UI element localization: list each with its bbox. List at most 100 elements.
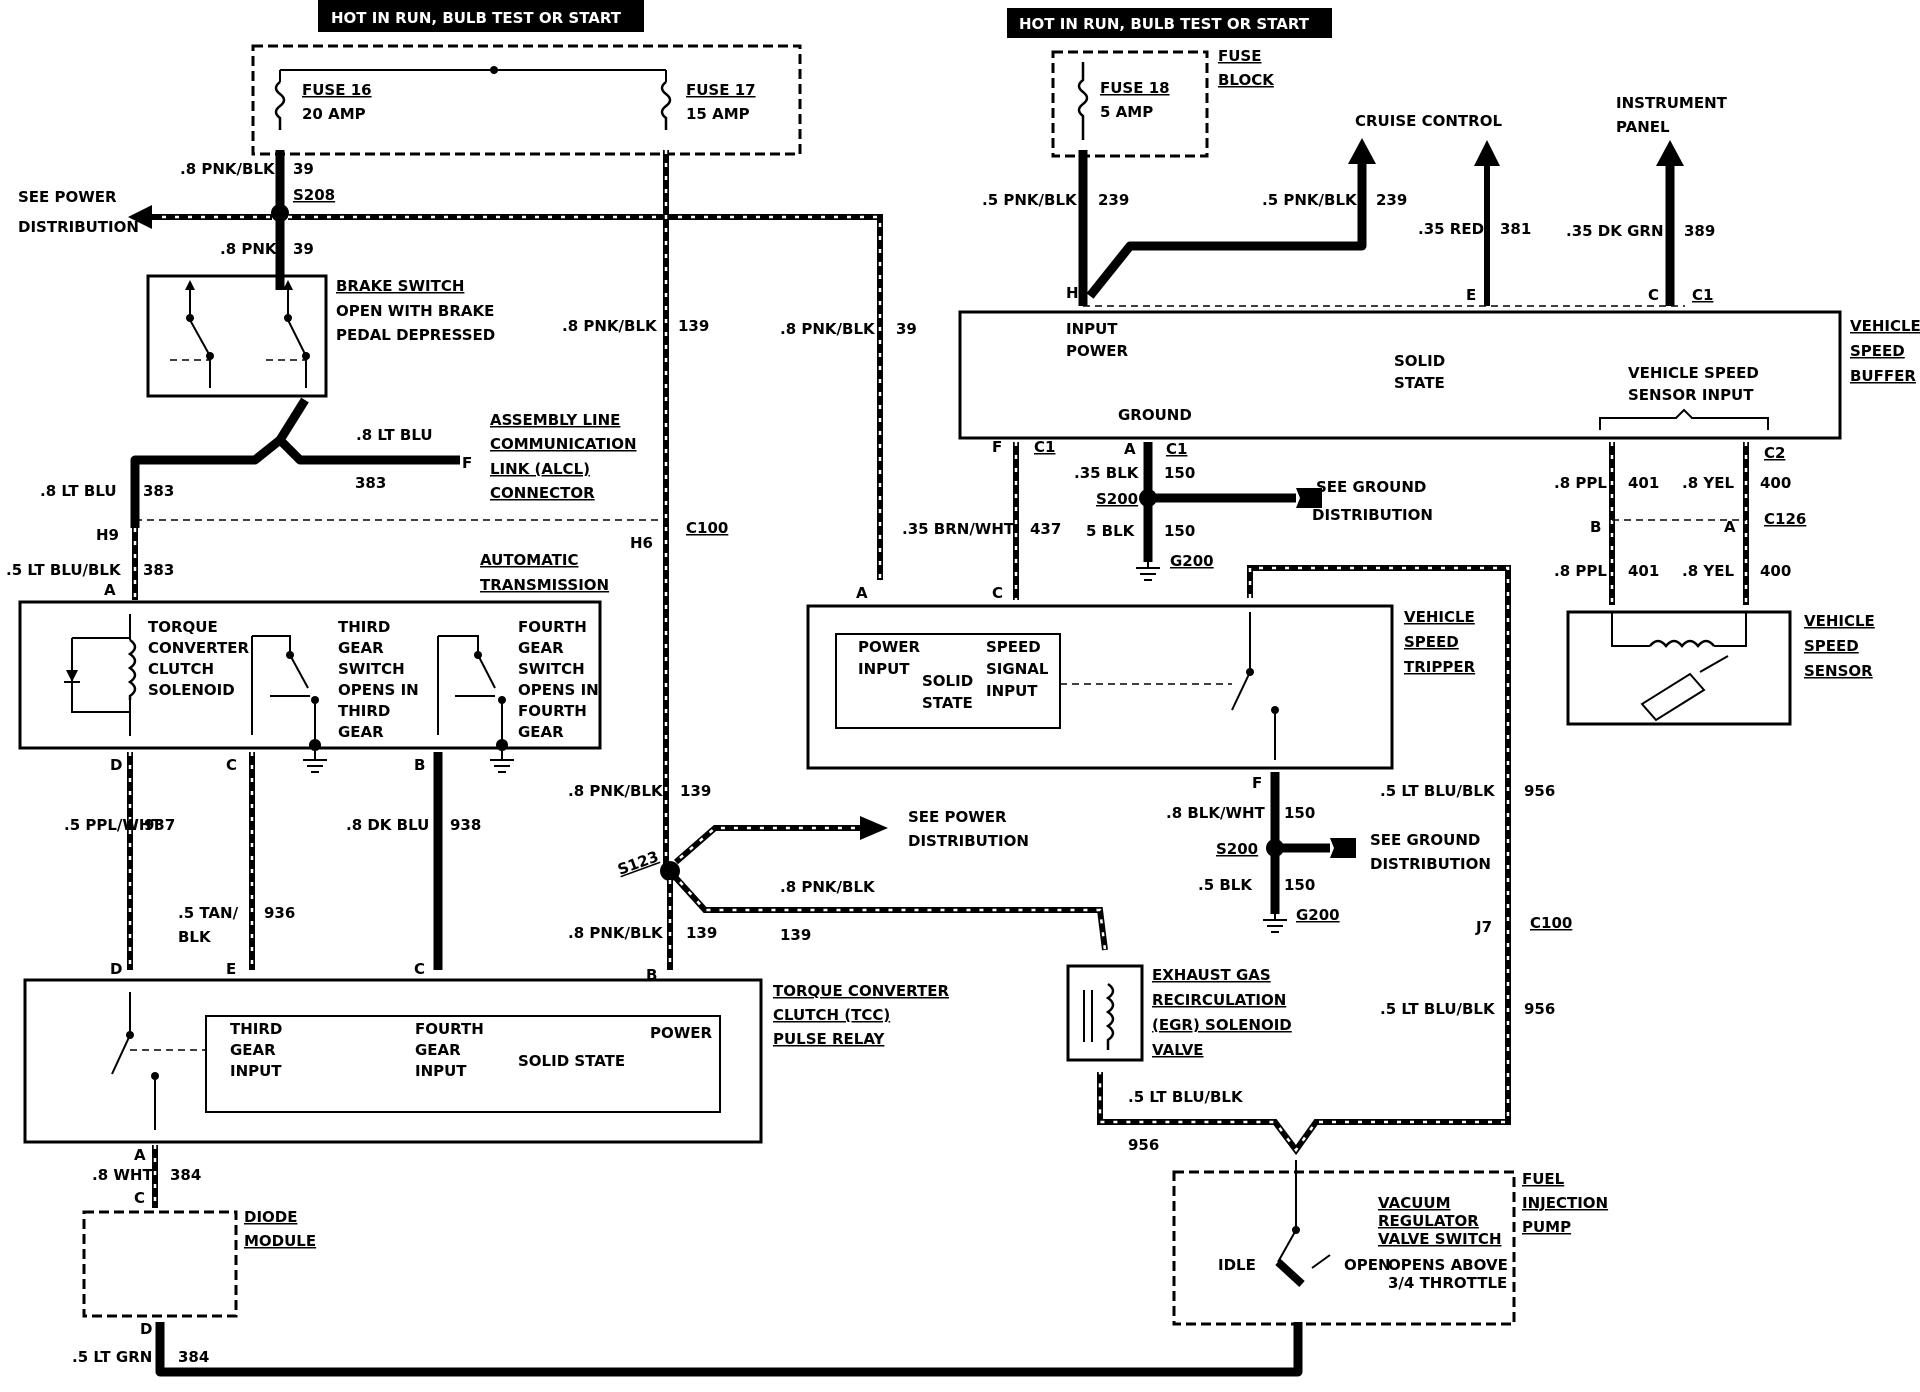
svg-text:.8 BLK/WHT: .8 BLK/WHT [1166, 804, 1266, 822]
svg-text:D: D [110, 756, 122, 774]
svg-text:150: 150 [1284, 804, 1315, 822]
svg-text:CONNECTOR: CONNECTOR [490, 484, 595, 502]
svg-text:G200: G200 [1170, 552, 1214, 570]
svg-text:PANEL: PANEL [1616, 118, 1670, 136]
svg-text:C2: C2 [1764, 444, 1785, 462]
arrow-up-icon [1656, 140, 1684, 166]
fuse-17-label: FUSE 17 [686, 81, 756, 99]
fuse-18-icon [1077, 62, 1089, 140]
svg-text:THIRD: THIRD [230, 1020, 282, 1038]
automatic-transmission [18, 600, 602, 750]
svg-text:REGULATOR: REGULATOR [1378, 1212, 1479, 1230]
svg-text:S200: S200 [1216, 840, 1258, 858]
svg-text:.8 LT BLU: .8 LT BLU [356, 426, 433, 444]
svg-text:(EGR) SOLENOID: (EGR) SOLENOID [1152, 1016, 1292, 1034]
fuse-block-left [251, 44, 802, 156]
svg-text:SWITCH: SWITCH [518, 660, 585, 678]
svg-text:383: 383 [355, 474, 386, 492]
svg-text:AUTOMATIC: AUTOMATIC [480, 551, 579, 569]
svg-text:S208: S208 [293, 186, 335, 204]
svg-text:VEHICLE: VEHICLE [1404, 608, 1475, 626]
svg-text:G200: G200 [1296, 906, 1340, 924]
svg-text:RECIRCULATION: RECIRCULATION [1152, 991, 1286, 1009]
svg-text:GEAR: GEAR [518, 639, 564, 657]
svg-text:SOLID: SOLID [1394, 352, 1445, 370]
svg-text:FOURTH: FOURTH [415, 1020, 484, 1038]
svg-text:.5 LT BLU/BLK: .5 LT BLU/BLK [6, 561, 122, 579]
vehicle-speed-buffer [958, 310, 1842, 440]
ground-arrow-icon [1330, 838, 1356, 858]
arrow-up-icon [1474, 140, 1500, 166]
svg-text:CONVERTER: CONVERTER [148, 639, 250, 657]
svg-text:GROUND: GROUND [1118, 406, 1192, 424]
svg-text:150: 150 [1164, 464, 1195, 482]
svg-text:150: 150 [1164, 522, 1195, 540]
svg-text:STATE: STATE [1394, 374, 1445, 392]
svg-text:39: 39 [293, 160, 314, 178]
svg-text:C100: C100 [686, 519, 728, 537]
svg-text:5 AMP: 5 AMP [1100, 103, 1153, 121]
svg-text:956: 956 [1524, 782, 1555, 800]
svg-text:PULSE RELAY: PULSE RELAY [773, 1030, 886, 1048]
svg-text:GEAR: GEAR [415, 1041, 461, 1059]
svg-text:INSTRUMENT: INSTRUMENT [1616, 94, 1728, 112]
svg-text:.8 PNK/BLK: .8 PNK/BLK [562, 317, 658, 335]
svg-text:389: 389 [1684, 222, 1715, 240]
svg-text:SOLENOID: SOLENOID [148, 681, 235, 699]
svg-text:PUMP: PUMP [1522, 1218, 1571, 1236]
svg-text:C1: C1 [1166, 440, 1187, 458]
vehicle-speed-sensor [1566, 610, 1792, 726]
fuse-17-icon [660, 81, 672, 130]
svg-text:.8 PNK/BLK: .8 PNK/BLK [568, 924, 664, 942]
fuse-16-label: FUSE 16 [302, 81, 372, 99]
svg-text:C: C [414, 960, 425, 978]
svg-text:TRANSMISSION: TRANSMISSION [480, 576, 609, 594]
svg-text:COMMUNICATION: COMMUNICATION [490, 435, 637, 453]
fuse-17-rating: 15 AMP [686, 105, 750, 123]
svg-text:HOT IN RUN, BULB TEST OR START: HOT IN RUN, BULB TEST OR START [331, 9, 622, 27]
svg-text:CLUTCH (TCC): CLUTCH (TCC) [773, 1006, 890, 1024]
svg-text:C1: C1 [1034, 438, 1055, 456]
svg-text:THIRD: THIRD [338, 702, 390, 720]
svg-text:VEHICLE SPEED: VEHICLE SPEED [1628, 364, 1759, 382]
svg-text:A: A [1124, 440, 1136, 458]
svg-text:401: 401 [1628, 474, 1659, 492]
svg-text:VEHICLE: VEHICLE [1804, 612, 1875, 630]
svg-text:INPUT: INPUT [415, 1062, 467, 1080]
svg-text:C126: C126 [1764, 510, 1806, 528]
solenoid-icon [127, 638, 137, 700]
svg-text:BLOCK: BLOCK [1218, 71, 1275, 89]
svg-text:A: A [1724, 518, 1736, 536]
svg-text:383: 383 [143, 482, 174, 500]
svg-text:LINK (ALCL): LINK (ALCL) [490, 460, 590, 478]
svg-text:EXHAUST GAS: EXHAUST GAS [1152, 966, 1271, 984]
ground-arrow-icon [1296, 488, 1322, 508]
svg-text:SEE POWER: SEE POWER [18, 188, 117, 206]
wire-383 [130, 436, 283, 528]
svg-text:PEDAL DEPRESSED: PEDAL DEPRESSED [336, 326, 495, 344]
svg-text:IDLE: IDLE [1218, 1256, 1256, 1274]
svg-text:3/4 THROTTLE: 3/4 THROTTLE [1388, 1274, 1507, 1292]
svg-text:POWER: POWER [1066, 342, 1129, 360]
svg-text:.35 DK GRN: .35 DK GRN [1566, 222, 1664, 240]
vehicle-speed-tripper [806, 604, 1394, 770]
svg-text:.8 YEL: .8 YEL [1682, 474, 1734, 492]
svg-text:.5 LT BLU/BLK: .5 LT BLU/BLK [1380, 1000, 1496, 1018]
svg-text:C1: C1 [1692, 286, 1713, 304]
svg-text:.35 BRN/WHT: .35 BRN/WHT [902, 520, 1015, 538]
svg-text:956: 956 [1524, 1000, 1555, 1018]
svg-text:.5 PNK/BLK: .5 PNK/BLK [982, 191, 1078, 209]
svg-text:437: 437 [1030, 520, 1061, 538]
svg-text:TORQUE: TORQUE [148, 618, 218, 636]
svg-text:39: 39 [896, 320, 917, 338]
svg-text:SOLID: SOLID [922, 672, 973, 690]
svg-text:139: 139 [678, 317, 709, 335]
solenoid-icon [1105, 982, 1115, 1050]
svg-text:SWITCH: SWITCH [338, 660, 405, 678]
svg-text:F: F [1252, 774, 1262, 792]
svg-text:GEAR: GEAR [338, 723, 384, 741]
svg-text:TORQUE CONVERTER: TORQUE CONVERTER [773, 982, 949, 1000]
svg-text:384: 384 [170, 1166, 201, 1184]
diode-module [82, 1210, 238, 1318]
